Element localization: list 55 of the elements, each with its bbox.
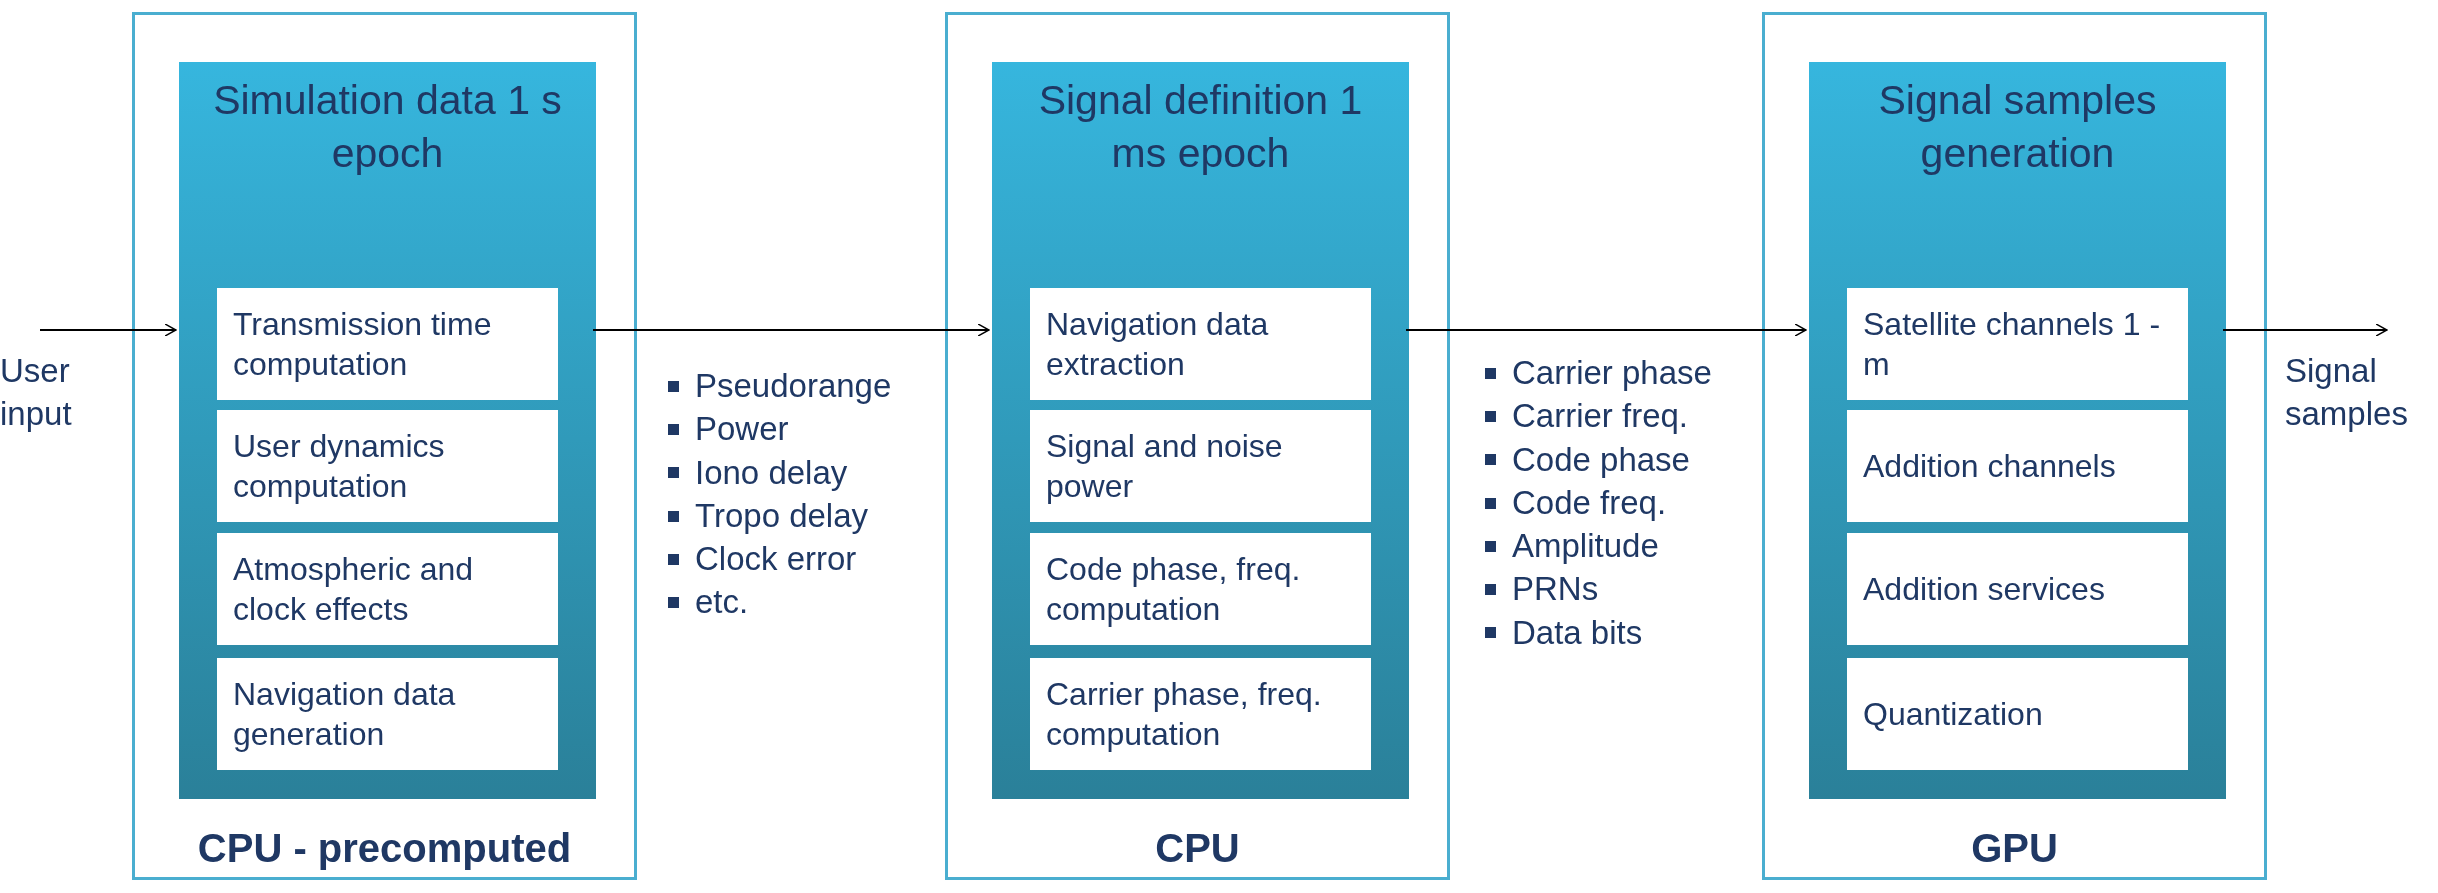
- parameter-label: Carrier phase: [1512, 355, 1712, 392]
- process-label: User dynamics computation: [233, 427, 446, 506]
- arrow: [1405, 323, 1807, 337]
- process-box: [1847, 410, 2188, 522]
- parameter-label: Pseudorange: [695, 368, 892, 405]
- process-box: [1030, 410, 1371, 522]
- stage-heading: Signal definition 1 ms epoch: [1037, 76, 1364, 179]
- process-label: Code phase, freq. computation: [1046, 550, 1302, 629]
- processor-panel: [1762, 12, 2267, 880]
- process-label: Addition services: [1863, 570, 2105, 609]
- arrow: [2222, 323, 2388, 337]
- stage-box: [992, 62, 1409, 799]
- process-label: Addition channels: [1863, 447, 2116, 486]
- process-box: [217, 410, 558, 522]
- process-box: [1847, 658, 2188, 770]
- process-box: [217, 533, 558, 645]
- parameter-label: Iono delay: [695, 454, 848, 491]
- process-box: [1847, 533, 2188, 645]
- parameter-label: PRNs: [1512, 571, 1599, 608]
- stage-heading: Signal samples generation: [1877, 76, 2158, 179]
- process-label: Navigation data extraction: [1046, 305, 1270, 384]
- process-box: [1030, 288, 1371, 400]
- processor-label: GPU: [1971, 825, 2058, 872]
- arrow: [39, 323, 177, 337]
- process-box: [1030, 533, 1371, 645]
- arrow: [592, 323, 990, 337]
- parameter-label: Code phase: [1512, 441, 1690, 478]
- process-label: Quantization: [1863, 695, 2043, 734]
- parameter-label: Code freq.: [1512, 484, 1667, 522]
- parameter-label: etc.: [695, 584, 749, 621]
- stage-box: [1809, 62, 2226, 799]
- process-label: Navigation data generation: [233, 675, 457, 754]
- process-label: Transmission time computation: [233, 305, 493, 384]
- parameter-label: Tropo delay: [695, 497, 869, 535]
- stage-heading: Simulation data 1 s epoch: [212, 76, 563, 179]
- process-label: Carrier phase, freq. computation: [1046, 675, 1323, 754]
- process-box: [217, 288, 558, 400]
- io-label: User input: [0, 351, 73, 434]
- processor-label: CPU - precomputed: [197, 825, 572, 872]
- process-label: Atmospheric and clock effects: [233, 550, 475, 629]
- process-box: [217, 658, 558, 770]
- parameter-label: Clock error: [695, 541, 857, 578]
- parameter-label: Amplitude: [1512, 528, 1659, 565]
- parameter-label: Carrier freq.: [1512, 398, 1689, 435]
- process-label: Signal and noise power: [1046, 427, 1284, 506]
- parameter-label: Power: [695, 411, 789, 448]
- processor-panel: [132, 12, 637, 880]
- io-label: Signal samples: [2285, 351, 2409, 434]
- processor-label: CPU: [1155, 825, 1240, 872]
- process-label: Satellite channels 1 - m: [1863, 305, 2162, 384]
- process-box: [1030, 658, 1371, 770]
- stage-box: [179, 62, 596, 799]
- process-box: [1847, 288, 2188, 400]
- processor-panel: [945, 12, 1450, 880]
- parameter-label: Data bits: [1512, 614, 1643, 652]
